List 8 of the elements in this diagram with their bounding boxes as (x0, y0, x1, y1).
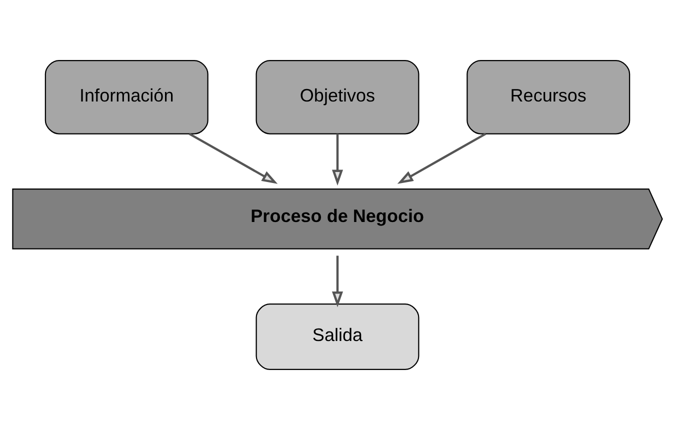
node-box: Recursos (466, 59, 630, 134)
arrow (397, 132, 486, 184)
node-box: Salida (256, 303, 420, 370)
arrow (332, 133, 344, 186)
node-box: Objetivos (256, 59, 420, 134)
node-box: Información (44, 59, 208, 134)
arrow (188, 132, 278, 184)
arrow (332, 255, 344, 307)
